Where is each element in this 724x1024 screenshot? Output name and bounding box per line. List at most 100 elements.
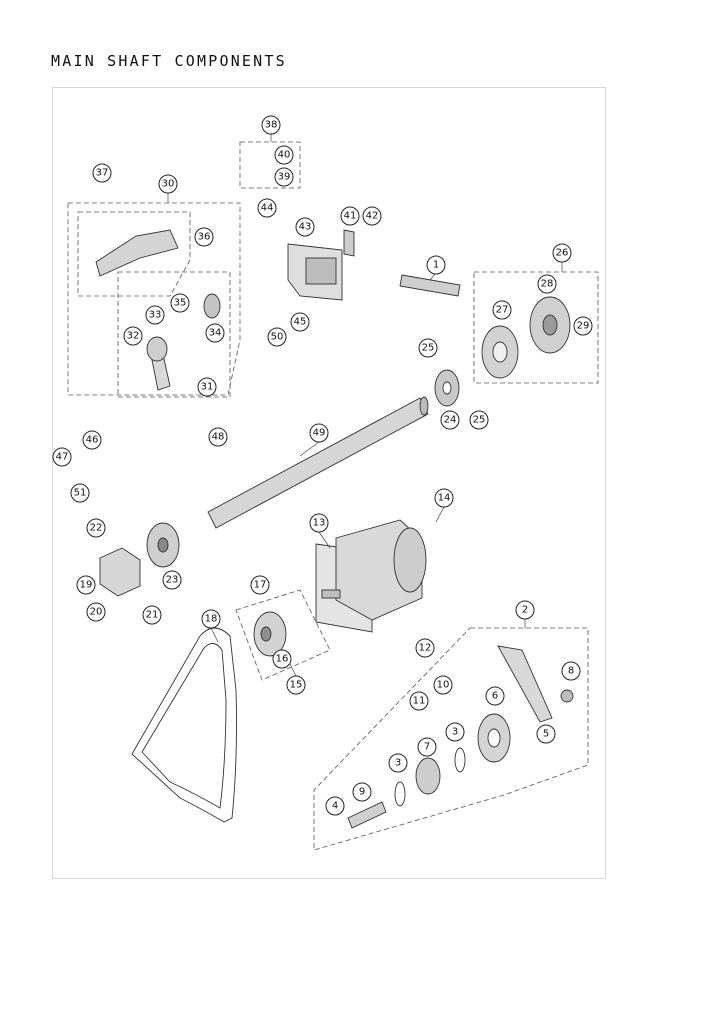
diagram-frame: [52, 87, 606, 879]
callout-label: 47: [56, 452, 69, 463]
part-plate: [399, 274, 461, 297]
callout-36: 36: [194, 227, 214, 247]
callout-26: 26: [552, 243, 572, 263]
callout-label: 8: [568, 666, 574, 677]
part-idler-pulley-6-bore: [487, 728, 501, 748]
callout-9: 9: [352, 782, 372, 802]
callout-7: 7: [417, 737, 437, 757]
callout-label: 43: [299, 222, 312, 233]
part-ring-3b: [454, 747, 466, 773]
callout-25b: 25: [469, 410, 489, 430]
callout-35: 35: [170, 293, 190, 313]
callout-label: 51: [74, 488, 87, 499]
callout-label: 32: [127, 331, 140, 342]
callout-6: 6: [485, 686, 505, 706]
callout-51: 51: [70, 483, 90, 503]
callout-label: 3: [452, 727, 458, 738]
callout-label: 7: [424, 742, 430, 753]
callout-4: 4: [325, 796, 345, 816]
callout-label: 25: [422, 343, 435, 354]
callout-label: 45: [294, 317, 307, 328]
callout-25a: 25: [418, 338, 438, 358]
part-shaft-end: [419, 396, 429, 416]
part-collar-19: [99, 547, 141, 597]
callout-40: 40: [274, 145, 294, 165]
group-outline-36: [77, 211, 191, 297]
callout-38: 38: [261, 115, 281, 135]
callout-label: 26: [556, 248, 569, 259]
callout-45: 45: [290, 312, 310, 332]
callout-label: 14: [438, 493, 451, 504]
callout-20: 20: [86, 602, 106, 622]
callout-19: 19: [76, 575, 96, 595]
callout-label: 37: [96, 168, 109, 179]
part-bracket-43-block: [305, 257, 337, 285]
part-idler-bracket: [497, 645, 553, 723]
callout-label: 36: [198, 232, 211, 243]
callout-33: 33: [145, 305, 165, 325]
callout-22: 22: [86, 518, 106, 538]
callout-2: 2: [515, 600, 535, 620]
callout-14: 14: [434, 488, 454, 508]
part-rod-eye: [146, 336, 168, 362]
part-bearing-7: [415, 757, 441, 795]
callout-44: 44: [257, 198, 277, 218]
callout-label: 2: [522, 605, 528, 616]
callout-label: 15: [290, 680, 303, 691]
part-main-shaft: [207, 397, 429, 529]
callout-label: 46: [86, 435, 99, 446]
callout-label: 42: [366, 211, 379, 222]
callout-label: 49: [313, 428, 326, 439]
callout-1: 1: [426, 255, 446, 275]
callout-27: 27: [492, 300, 512, 320]
callout-3a: 3: [388, 753, 408, 773]
callout-48: 48: [208, 427, 228, 447]
part-gear-34: [203, 293, 221, 319]
callout-15: 15: [286, 675, 306, 695]
callout-label: 9: [359, 787, 365, 798]
callout-label: 19: [80, 580, 93, 591]
callout-label: 11: [413, 696, 426, 707]
callout-label: 41: [344, 211, 357, 222]
callout-label: 4: [332, 801, 338, 812]
callout-label: 13: [313, 518, 326, 529]
part-clip-41: [343, 229, 355, 257]
part-hub-28-bore: [542, 314, 558, 336]
callout-16: 16: [272, 649, 292, 669]
callout-label: 33: [149, 310, 162, 321]
part-motor-cap: [393, 527, 427, 593]
callout-label: 25: [473, 415, 486, 426]
callout-label: 21: [146, 610, 159, 621]
callout-label: 12: [419, 643, 432, 654]
callout-label: 31: [201, 382, 214, 393]
callout-label: 27: [496, 305, 509, 316]
callout-31: 31: [197, 377, 217, 397]
callout-23: 23: [162, 570, 182, 590]
callout-3b: 3: [445, 722, 465, 742]
part-coupling-16-bore: [260, 626, 272, 642]
callout-34: 34: [205, 323, 225, 343]
callout-label: 30: [162, 179, 175, 190]
callout-47: 47: [52, 447, 72, 467]
callout-37: 37: [92, 163, 112, 183]
callout-label: 6: [492, 691, 498, 702]
group-outline-15: [235, 589, 331, 681]
callout-42: 42: [362, 206, 382, 226]
callout-label: 22: [90, 523, 103, 534]
callout-label: 5: [543, 729, 549, 740]
callout-label: 39: [278, 172, 291, 183]
callout-8: 8: [561, 661, 581, 681]
callout-label: 29: [577, 321, 590, 332]
callout-label: 38: [265, 120, 278, 131]
part-pulley-23-bore: [157, 537, 169, 553]
callout-label: 44: [261, 203, 274, 214]
group-outline-38: [239, 141, 301, 189]
callout-label: 28: [541, 279, 554, 290]
part-pulley-27-hub: [492, 341, 508, 363]
leader-lines: [167, 133, 563, 677]
callout-29: 29: [573, 316, 593, 336]
callout-21: 21: [142, 605, 162, 625]
part-shaft-9: [347, 801, 387, 829]
callout-49: 49: [309, 423, 329, 443]
callout-label: 17: [254, 580, 267, 591]
